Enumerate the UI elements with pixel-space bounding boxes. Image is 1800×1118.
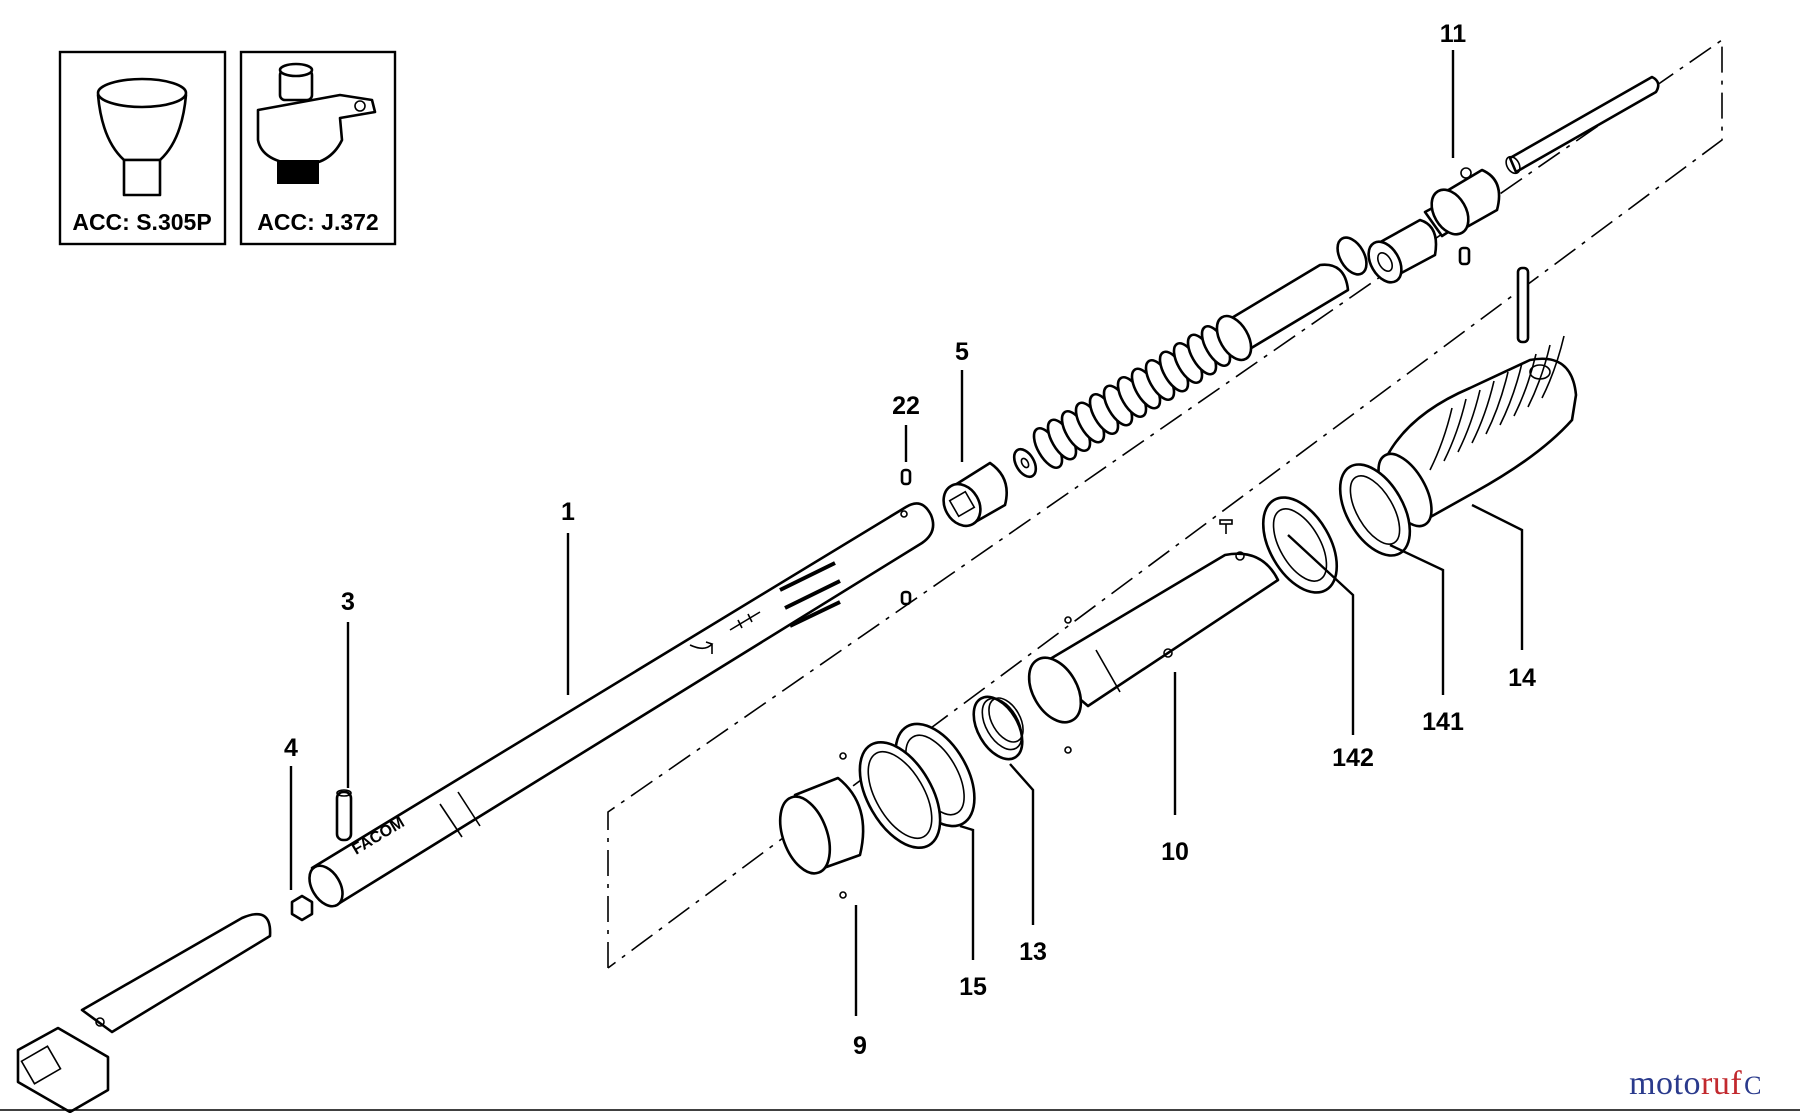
ratchet-head-icon [256, 62, 377, 184]
part-22-pins [900, 468, 912, 606]
callout-10: 10 [1161, 838, 1189, 866]
callout-5: 5 [955, 338, 969, 366]
knob-adapter-icon [96, 77, 188, 197]
part-141-collar [1338, 463, 1412, 557]
watermark: motorufC [1629, 1065, 1762, 1103]
callout-4: 4 [284, 734, 298, 762]
callout-141: 141 [1422, 708, 1464, 736]
accessory-box-j372: ACC: J.372 [239, 50, 397, 246]
leader-lines [289, 50, 1524, 1016]
handle-rib [1485, 371, 1509, 435]
handle-rib [1513, 353, 1537, 417]
accessory-label-s305p: ACC: S.305P [72, 209, 211, 235]
part-10-lower-tube [1027, 519, 1280, 754]
handle-rib [1527, 344, 1551, 408]
part-15-retaining-ring [858, 722, 976, 850]
torque-scale-marks [689, 561, 841, 654]
accessory-box-s305p: ACC: S.305P [58, 50, 227, 246]
drive-extension [16, 912, 272, 1114]
handle-rib [1443, 398, 1467, 462]
spring-assembly [1012, 236, 1368, 479]
callout-13: 13 [1019, 938, 1047, 966]
part-11-adjuster [1367, 75, 1660, 344]
watermark-part1: moto [1629, 1065, 1701, 1102]
callout-3: 3 [341, 588, 355, 616]
callout-9: 9 [853, 1032, 867, 1060]
handle-rib [1541, 335, 1565, 399]
callout-22: 22 [892, 392, 920, 420]
part-5-coupler [942, 461, 1008, 528]
callout-labels: 1 3 4 5 9 10 11 13 14 15 22 141 142 [284, 20, 1536, 1060]
handle-rib [1499, 362, 1523, 426]
part-1-main-tube: FACOM [308, 502, 935, 908]
callout-1: 1 [561, 498, 575, 526]
part-9-end-cap [778, 752, 865, 899]
handle-rib [1457, 389, 1481, 453]
part-4-square-nut [290, 894, 314, 922]
watermark-part2: ruf [1701, 1065, 1743, 1102]
accessory-label-j372: ACC: J.372 [257, 209, 378, 235]
callout-11: 11 [1440, 20, 1467, 48]
callout-14: 14 [1508, 664, 1536, 692]
handle-rib [1429, 407, 1453, 471]
callout-142: 142 [1332, 744, 1374, 772]
part-13-threaded-ring [972, 695, 1024, 761]
callout-15: 15 [959, 973, 987, 1001]
part-3-pin [335, 789, 353, 842]
watermark-mark: C [1744, 1071, 1762, 1100]
assembly-axis-lines [607, 38, 1723, 969]
handle-rib [1471, 380, 1495, 444]
